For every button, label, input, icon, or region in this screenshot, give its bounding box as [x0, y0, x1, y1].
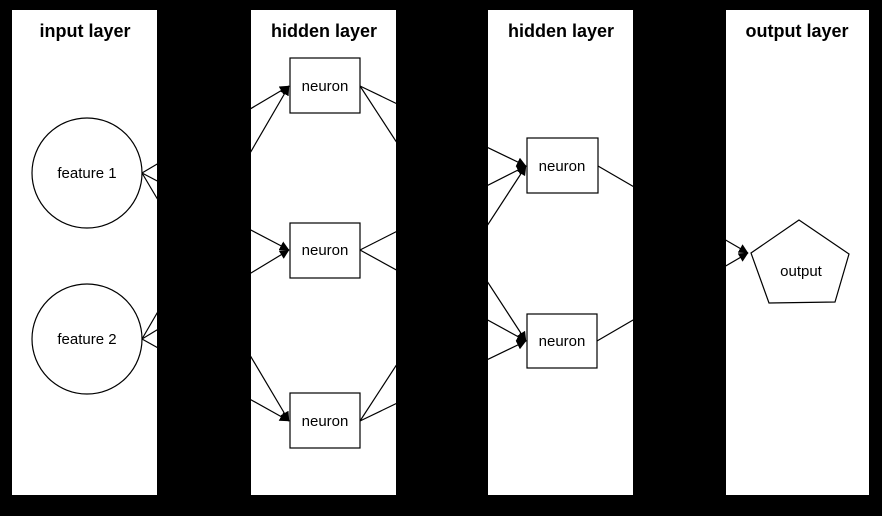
edge-feature1-neuron1 [141, 85, 290, 174]
feature-1-label: feature 1 [57, 165, 116, 182]
edge-feature1-neuron3 [141, 172, 290, 422]
hidden2-neuron-2-label: neuron [539, 333, 586, 350]
edge-h1n1-h2n1 [359, 85, 527, 167]
output-label: output [780, 263, 823, 280]
output-node-pentagon [750, 219, 850, 304]
edge-h1n3-h2n2 [359, 340, 527, 422]
hidden-layer-1-title: hidden layer [271, 21, 377, 41]
hidden1-neuron-1 [289, 57, 361, 114]
hidden1-neuron-2-label: neuron [302, 242, 349, 259]
edge-feature2-neuron1 [141, 85, 290, 340]
feature-2-label: feature 2 [57, 331, 116, 348]
panel-hidden-layer-2 [488, 10, 633, 495]
edge-feature2-neuron3 [141, 338, 290, 422]
edge-h1n2-h2n2 [359, 249, 527, 342]
hidden2-neuron-1-label: neuron [539, 158, 586, 175]
hidden2-neuron-1 [526, 137, 599, 194]
hidden1-neuron-2 [289, 222, 361, 279]
panel-input-layer [12, 10, 157, 495]
layer-titles: input layer hidden layer hidden layer ou… [39, 21, 848, 41]
hidden1-neuron-1-label: neuron [302, 78, 349, 95]
hidden1-neuron-3-label: neuron [302, 413, 349, 430]
edge-feature2-neuron2 [141, 249, 290, 340]
input-node-feature-1 [31, 117, 143, 229]
edge-h2n1-output [597, 165, 749, 254]
output-layer-title: output layer [745, 21, 848, 41]
edge-h1n2-h2n1 [359, 165, 527, 251]
edge-h2n2-output [596, 252, 749, 342]
edge-h1n3-h2n1 [359, 165, 527, 422]
edge-h1n1-h2n2 [359, 85, 527, 342]
hidden1-neuron-3 [289, 392, 361, 449]
edges [141, 85, 749, 422]
hidden2-neuron-2 [526, 313, 598, 369]
input-layer-title: input layer [39, 21, 130, 41]
input-node-feature-2 [31, 283, 143, 395]
nodes: feature 1 feature 2 neuron neuron neuron… [31, 57, 850, 449]
hidden-layer-2-title: hidden layer [508, 21, 614, 41]
